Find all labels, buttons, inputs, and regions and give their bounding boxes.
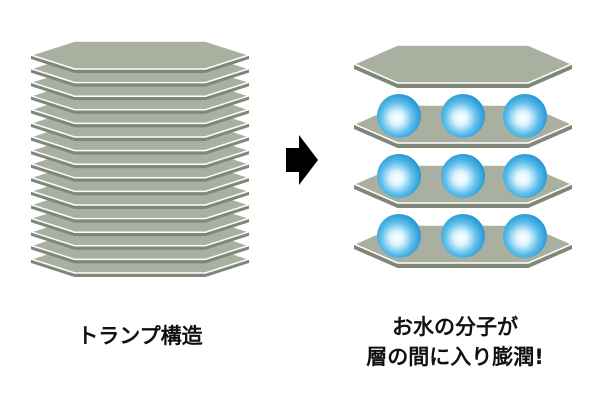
water-molecule: [503, 214, 547, 258]
swollen-layer-stack: [352, 44, 574, 268]
playing-card-stack: [28, 40, 252, 277]
water-molecule: [441, 154, 485, 198]
water-molecule: [503, 154, 547, 198]
water-molecule: [441, 214, 485, 258]
water-molecule: [377, 154, 421, 198]
right-caption-line-1: お水の分子が: [392, 315, 518, 339]
water-molecule: [377, 94, 421, 138]
right-caption-line-2: 層の間に入り膨潤!: [366, 345, 544, 369]
water-molecule: [503, 94, 547, 138]
card-plate: [28, 40, 252, 73]
clay-layer-plate: [352, 44, 574, 88]
right-arrow-icon: [286, 135, 318, 185]
right-caption: お水の分子が 層の間に入り膨潤!: [330, 312, 580, 372]
water-molecule: [441, 94, 485, 138]
water-molecule: [377, 214, 421, 258]
left-caption: トランプ構造: [77, 324, 203, 348]
